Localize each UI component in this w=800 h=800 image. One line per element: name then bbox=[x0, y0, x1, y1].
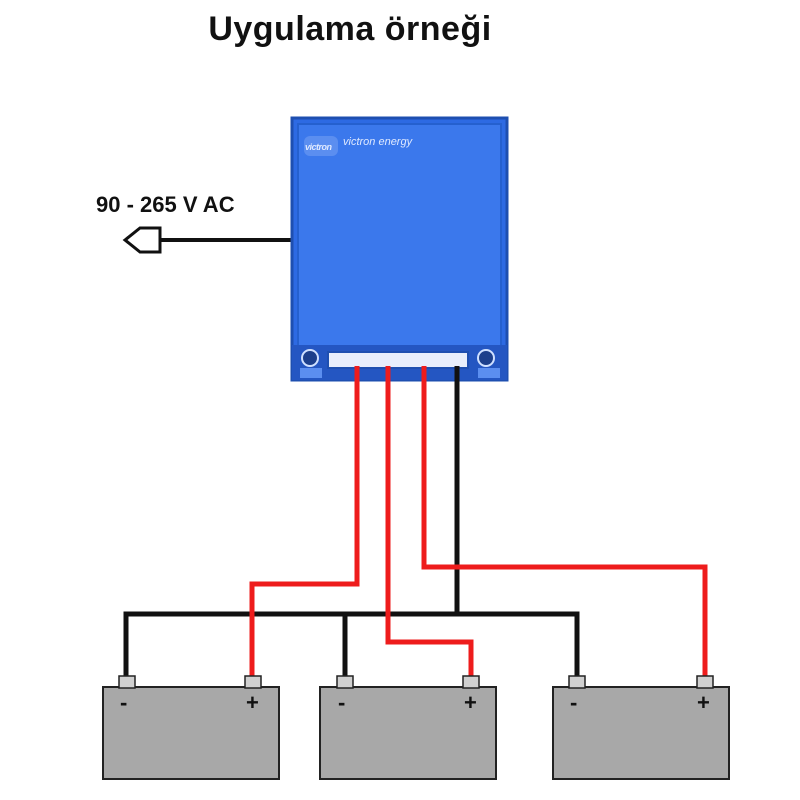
battery-1-minus-sign: - bbox=[120, 690, 128, 715]
battery-3-plus-sign: + bbox=[697, 690, 710, 715]
battery-2-pos-terminal bbox=[462, 675, 480, 689]
charger-unit bbox=[290, 116, 509, 382]
battery-3-minus-sign: - bbox=[570, 690, 578, 715]
victron-logo bbox=[304, 136, 338, 156]
battery-1-plus-sign: + bbox=[246, 690, 259, 715]
battery-3-neg-terminal bbox=[568, 675, 586, 689]
positive-wiring bbox=[249, 366, 708, 680]
battery-2-neg-terminal bbox=[336, 675, 354, 689]
terminal-block bbox=[327, 351, 469, 369]
battery-3 bbox=[552, 675, 730, 780]
battery-1-neg-terminal bbox=[118, 675, 136, 689]
brand-label: victron energy bbox=[343, 136, 413, 148]
page-title: Uygulama örneği bbox=[208, 10, 492, 48]
battery-1-pos-terminal bbox=[244, 675, 262, 689]
victron-logo-text: victron bbox=[305, 142, 332, 152]
battery-2-minus-sign: - bbox=[338, 690, 346, 715]
battery-2 bbox=[319, 675, 497, 780]
ac-input-label: 90 - 265 V AC bbox=[96, 192, 235, 217]
battery-1 bbox=[102, 675, 280, 780]
ac-plug bbox=[122, 226, 293, 254]
negative-wiring bbox=[123, 366, 580, 680]
battery-3-pos-terminal bbox=[696, 675, 714, 689]
mount-screw-left bbox=[301, 349, 319, 367]
battery-2-plus-sign: + bbox=[464, 690, 477, 715]
mount-screw-right bbox=[477, 349, 495, 367]
